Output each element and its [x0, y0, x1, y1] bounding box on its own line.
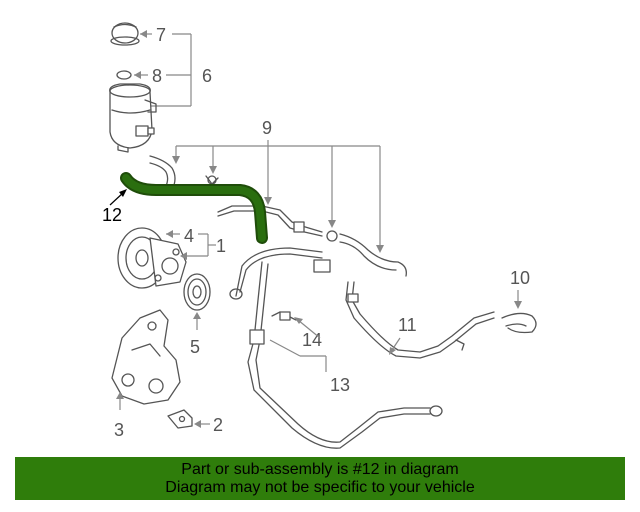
pump-pulley[interactable] — [183, 273, 211, 311]
line-clamp[interactable] — [167, 409, 193, 429]
pump-bracket[interactable] — [111, 309, 181, 405]
return-hose[interactable] — [339, 233, 407, 277]
callout-8[interactable]: 8 — [152, 66, 162, 86]
callout-12[interactable]: 12 — [102, 205, 122, 225]
leader-3 — [116, 392, 124, 410]
notice-line-disclaimer: Diagram may not be specific to your vehi… — [165, 478, 475, 496]
notice-line-part: Part or sub-assembly is #12 in diagram — [181, 460, 459, 478]
callout-3[interactable]: 3 — [114, 420, 124, 440]
leader-10 — [514, 290, 522, 309]
leader-2 — [194, 420, 210, 428]
hose-clamp-upper[interactable] — [205, 175, 219, 185]
callout-9[interactable]: 9 — [262, 118, 272, 138]
leader-8 — [134, 71, 148, 79]
leader-4 — [166, 230, 180, 238]
callout-1[interactable]: 1 — [216, 236, 226, 256]
sensor-connector[interactable] — [271, 311, 297, 321]
callout-6[interactable]: 6 — [202, 66, 212, 86]
callout-13[interactable]: 13 — [330, 375, 350, 395]
hose-clamp-lower[interactable] — [326, 230, 338, 242]
leader-7 — [140, 30, 152, 38]
leaders-13-14 — [269, 317, 327, 372]
leaders-9 — [172, 140, 384, 253]
callout-10[interactable]: 10 — [510, 268, 530, 288]
leader-12 — [109, 189, 127, 206]
leader-11 — [389, 337, 401, 355]
pressure-line-fitting[interactable] — [217, 205, 323, 237]
return-line-assembly[interactable] — [229, 247, 443, 449]
callout-11[interactable]: 11 — [398, 315, 417, 335]
power-steering-pump[interactable] — [117, 227, 187, 289]
notice-banner: Part or sub-assembly is #12 in diagram D… — [15, 457, 625, 500]
callout-5[interactable]: 5 — [190, 337, 200, 357]
cooler-line[interactable] — [345, 281, 495, 359]
callout-14[interactable]: 14 — [302, 330, 322, 350]
reservoir-cap[interactable] — [110, 22, 140, 46]
cooler-hose[interactable] — [501, 312, 537, 334]
callout-2[interactable]: 2 — [213, 415, 223, 435]
reservoir[interactable] — [109, 83, 157, 153]
pressure-hose-highlighted[interactable] — [122, 174, 266, 242]
leader-5 — [193, 312, 201, 330]
o-ring[interactable] — [116, 70, 132, 80]
bracket-1 — [180, 233, 216, 260]
callout-7[interactable]: 7 — [156, 25, 166, 45]
callout-4[interactable]: 4 — [184, 226, 194, 246]
